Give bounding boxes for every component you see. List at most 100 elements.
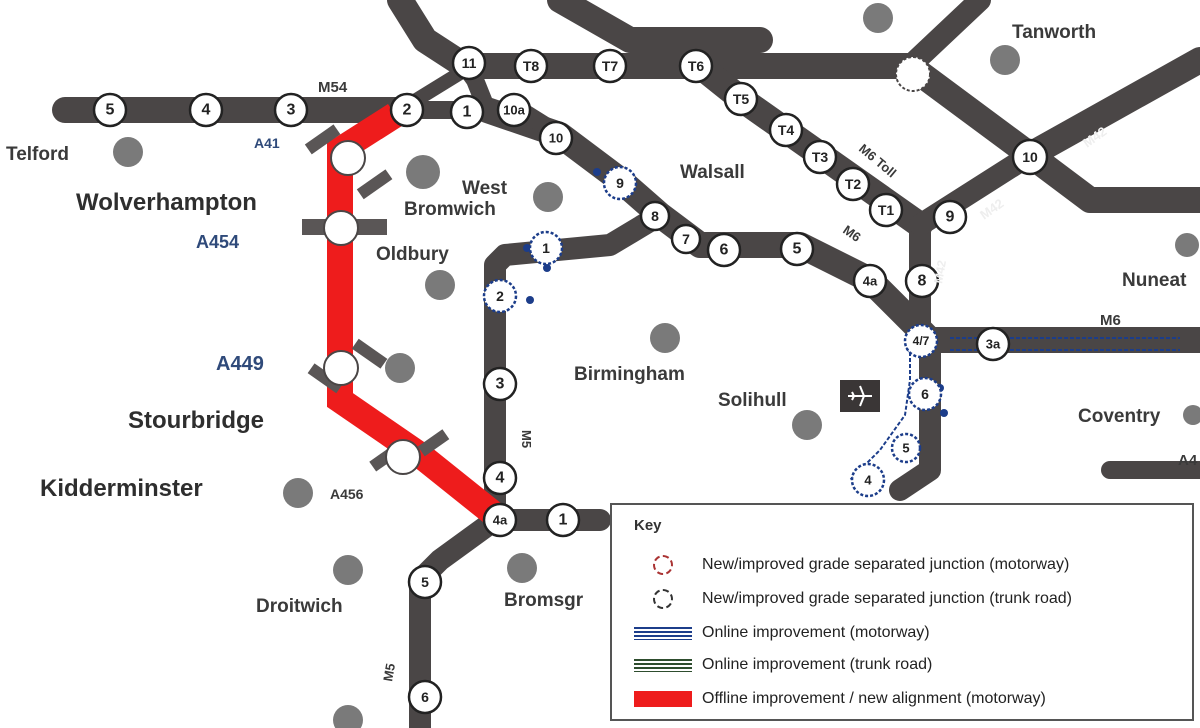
junction-new-a456 [385,439,421,475]
junction-label: 1 [559,512,568,529]
junction-label: 5 [902,441,909,456]
town-label-kidderminster: Kidderminster [40,475,203,502]
stub [307,363,344,394]
online-m6-north [849,340,911,481]
junction-t1 [868,192,904,228]
junction-label: 9 [946,209,955,226]
airport-icon [840,380,880,412]
online-motorway-swatch-icon [634,626,692,640]
offline-improvement [327,104,504,526]
junction-m6-6 [706,232,742,268]
new-junctions [323,56,931,475]
stub [417,429,450,457]
junction-label: 3 [496,376,505,393]
junction-m42-8 [904,263,940,299]
junction-m6-8 [639,200,671,232]
stub [304,124,341,155]
junction-label: 10 [1022,149,1038,165]
blue-dot [593,168,601,176]
offline-swatch-icon [634,691,692,707]
junction-new-a449 [323,350,359,386]
town-marker-stourbridge [385,353,415,383]
town-label-tanworth: Tanworth [1012,22,1096,43]
junction-m6-10a [496,92,532,128]
junction-m5-4 [482,460,518,496]
road-label-a449: A449 [216,353,264,375]
junction-m42-5 [890,432,922,464]
junction-m6-4-7 [903,323,939,359]
junction-m6-9 [602,165,638,201]
junction-label: 1 [463,104,472,121]
junction-t4 [768,112,804,148]
junction-label: T2 [845,176,862,192]
road-label-m42-mid: M42 [977,196,1006,223]
m42-north-road-3 [897,47,1200,168]
road-label-m42-low: M42 [931,259,949,285]
junction-t2 [835,166,871,202]
key-label: Offline improvement / new alignment (mot… [702,690,1046,707]
blue-dot [940,409,948,417]
junction-label: 1 [542,240,550,256]
junction-label: 6 [921,386,929,402]
blue-dot [543,264,551,272]
town-label-wolverhampton: Wolverhampton [76,189,257,216]
junction-new-a454 [323,210,359,246]
key-row-trunk-junction: New/improved grade separated junction (t… [632,585,1072,613]
junction-m54-4 [188,92,224,128]
key-row-online-trunk: Online improvement (trunk road) [632,651,932,679]
junction-label: T5 [733,91,750,107]
junction-m6-11 [451,45,487,81]
junction-m42-9 [932,199,968,235]
junction-m5-5 [407,564,443,600]
junction-m54-2 [389,92,425,128]
junction-label: 4 [864,473,872,488]
town-label-nuneaton: Nuneat [1122,270,1187,291]
junction-label: 4/7 [913,334,930,348]
junction-label: 2 [496,288,504,304]
junction-label: 6 [720,242,729,259]
town-marker-droitwich [333,555,363,585]
key-label: Online improvement (motorway) [702,624,930,641]
town-marker-south [333,705,363,728]
town-label-walsall: Walsall [680,162,745,183]
town-label-bromwich: Bromwich [404,199,496,220]
town-marker-oldbury [425,270,455,300]
town-label-bromsgrove: Bromsgr [504,590,584,611]
junction-label: 10a [503,103,525,118]
junction-t5 [723,81,759,117]
junction-numbers: 5 4 3 2 1 11 T8 T7 T6 T5 T4 T3 T2 T1 10a… [106,55,1038,705]
key-row-online-motorway: Online improvement (motorway) [632,619,930,647]
junction-t3 [802,139,838,175]
junction-stubs [302,124,450,472]
stub [351,338,388,369]
junction-label: 3 [287,102,296,119]
town-markers [113,3,1200,728]
m42-north-road-2 [899,0,991,77]
town-marker-nuneaton [1175,233,1199,257]
junction-label: T7 [602,58,619,74]
junction-m6-3a [975,326,1011,362]
road-label-m5-south: M5 [380,662,398,682]
junction-m54-5 [92,92,128,128]
junction-label: 8 [918,273,927,290]
junction-label: 7 [682,231,690,247]
numbered-junctions: 5 4 3 2 1 11 T8 T7 T6 T5 T4 T3 T2 T1 10a… [92,45,1049,715]
town-label-coventry: Coventry [1078,406,1161,427]
junction-label: T6 [688,58,705,74]
motorway-junction-ring-icon [653,555,673,575]
junction-m42-4 [850,462,886,498]
road-label-a41: A41 [254,135,280,151]
m42-east-road [1017,142,1200,213]
road-label-m6: M6 [1100,312,1121,329]
town-label-stourbridge: Stourbridge [128,407,264,434]
junction-label: 10 [549,131,563,146]
junction-m5-1 [528,230,564,266]
road-label-m54: M54 [318,79,348,96]
junction-label: 5 [106,102,115,119]
town-marker-kidderminster [283,478,313,508]
town-marker-solihull [792,410,822,440]
junction-label: 3a [986,337,1001,352]
junction-circles [92,45,1049,715]
junction-label: 4 [496,470,505,487]
